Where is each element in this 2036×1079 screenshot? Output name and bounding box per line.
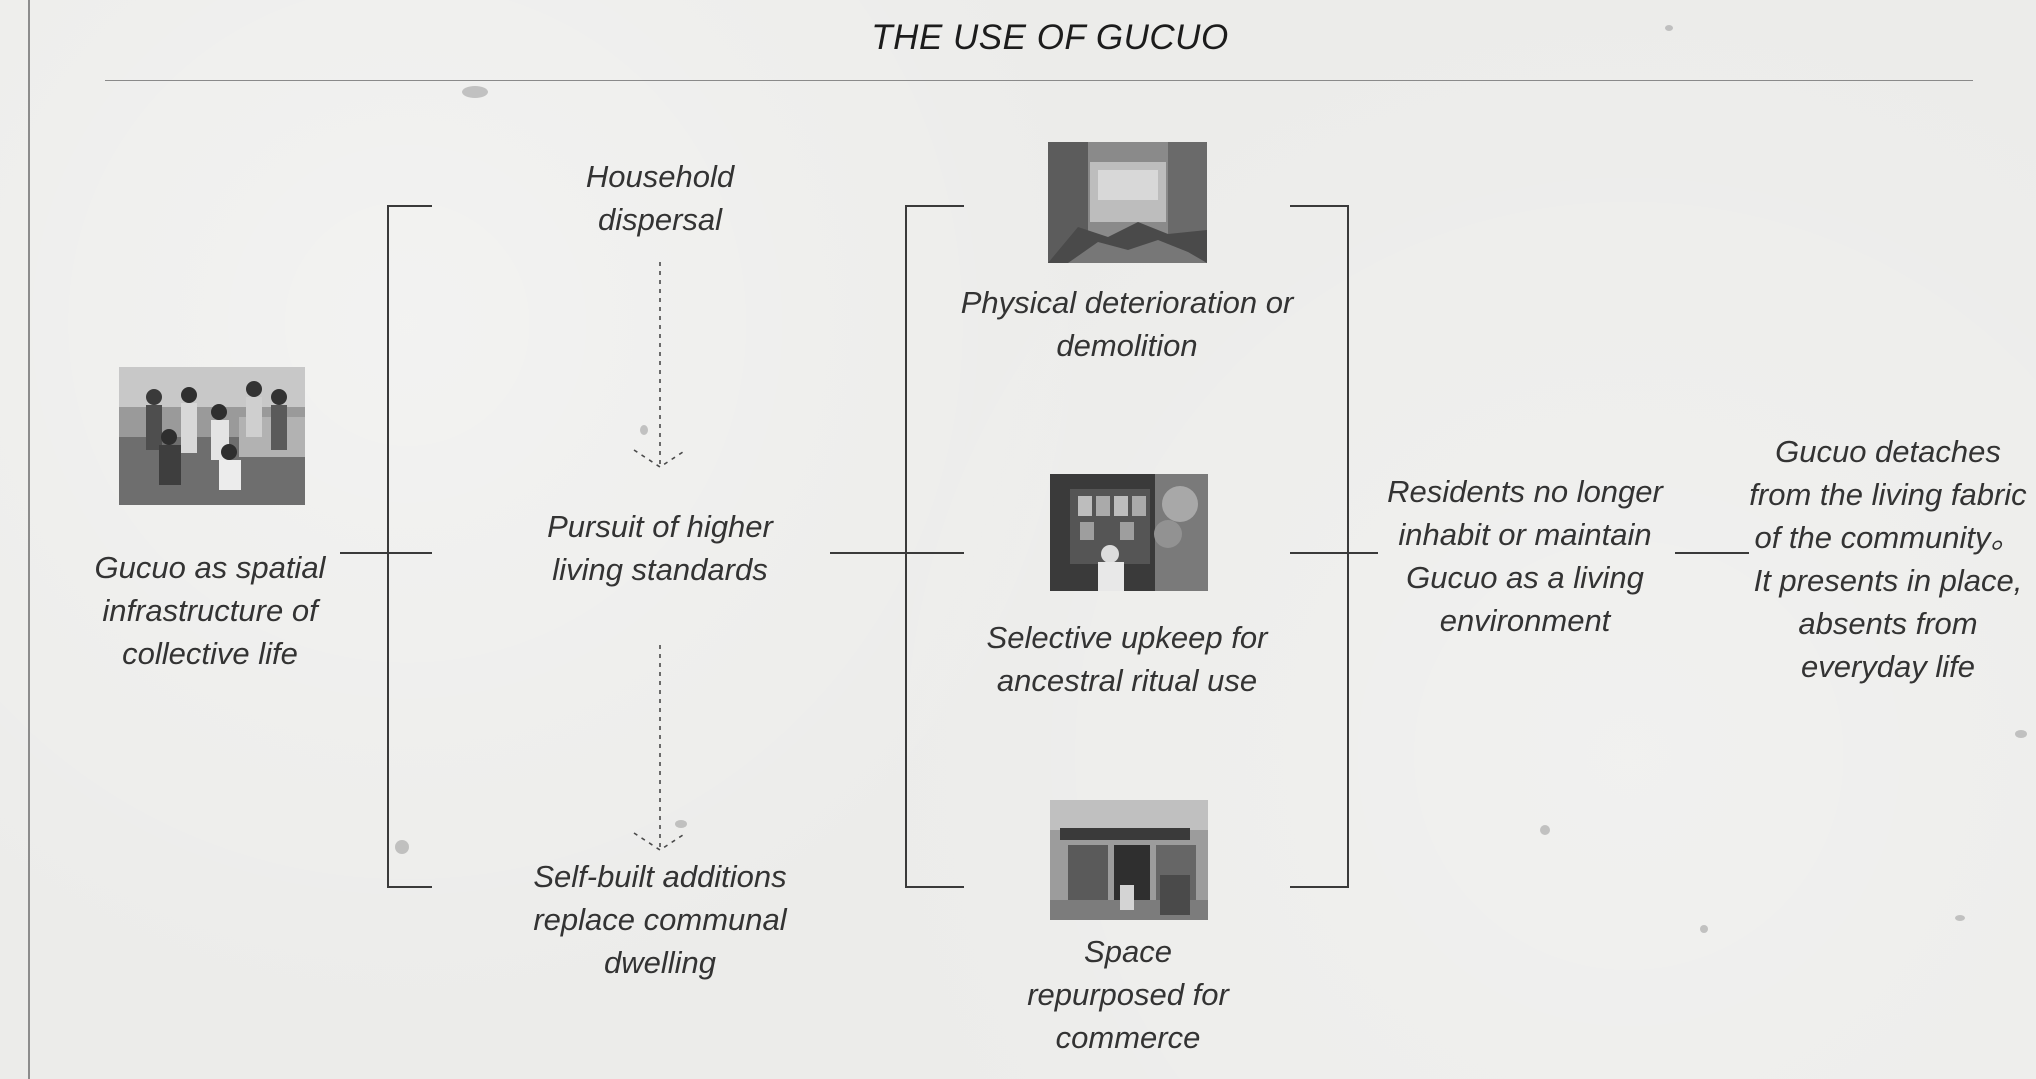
node-space-repurposed-commerce: Space repurposed for commerce <box>1027 934 1229 1055</box>
node-residents-no-longer-inhabit: Residents no longer inhabit or maintain … <box>1387 474 1663 638</box>
node-self-built-additions: Self-built additions replace communal dw… <box>533 859 787 980</box>
paper-speck <box>462 86 488 98</box>
paper-speck <box>1700 925 1708 933</box>
diagram-title: THE USE OF GUCUO <box>871 18 1229 57</box>
paper-speck <box>1955 915 1965 921</box>
bracket-middle-left <box>905 205 964 888</box>
node-gucuo-detaches: Gucuo detaches from the living fabric of… <box>1749 434 2027 684</box>
left-border <box>28 0 30 1079</box>
paper-speck <box>640 425 648 435</box>
node-gucuo-collective-life: Gucuo as spatial infrastructure of colle… <box>94 550 326 671</box>
paper-speck <box>395 840 409 854</box>
dashed-arrowhead-2 <box>633 832 687 851</box>
bracket-middle-right <box>1290 205 1349 888</box>
bracket-left <box>387 205 432 888</box>
paper-speck <box>2015 730 2027 738</box>
node-household-dispersal: Household dispersal <box>585 159 735 237</box>
title-rule <box>105 80 1973 81</box>
photo-demolished-courtyard <box>1048 142 1207 263</box>
node-selective-upkeep: Selective upkeep for ancestral ritual us… <box>986 620 1268 698</box>
paper-speck <box>1540 825 1550 835</box>
photo-commercial-storefront <box>1050 800 1208 920</box>
paper-speck <box>675 820 687 828</box>
photo-ancestral-altar <box>1050 474 1208 591</box>
paper-speck <box>1665 25 1673 31</box>
node-physical-deterioration: Physical deterioration or demolition <box>960 285 1294 363</box>
node-pursuit-living-standards: Pursuit of higher living standards <box>547 509 773 587</box>
dashed-arrowhead-1 <box>633 449 687 468</box>
photo-family-gathering <box>119 367 305 505</box>
